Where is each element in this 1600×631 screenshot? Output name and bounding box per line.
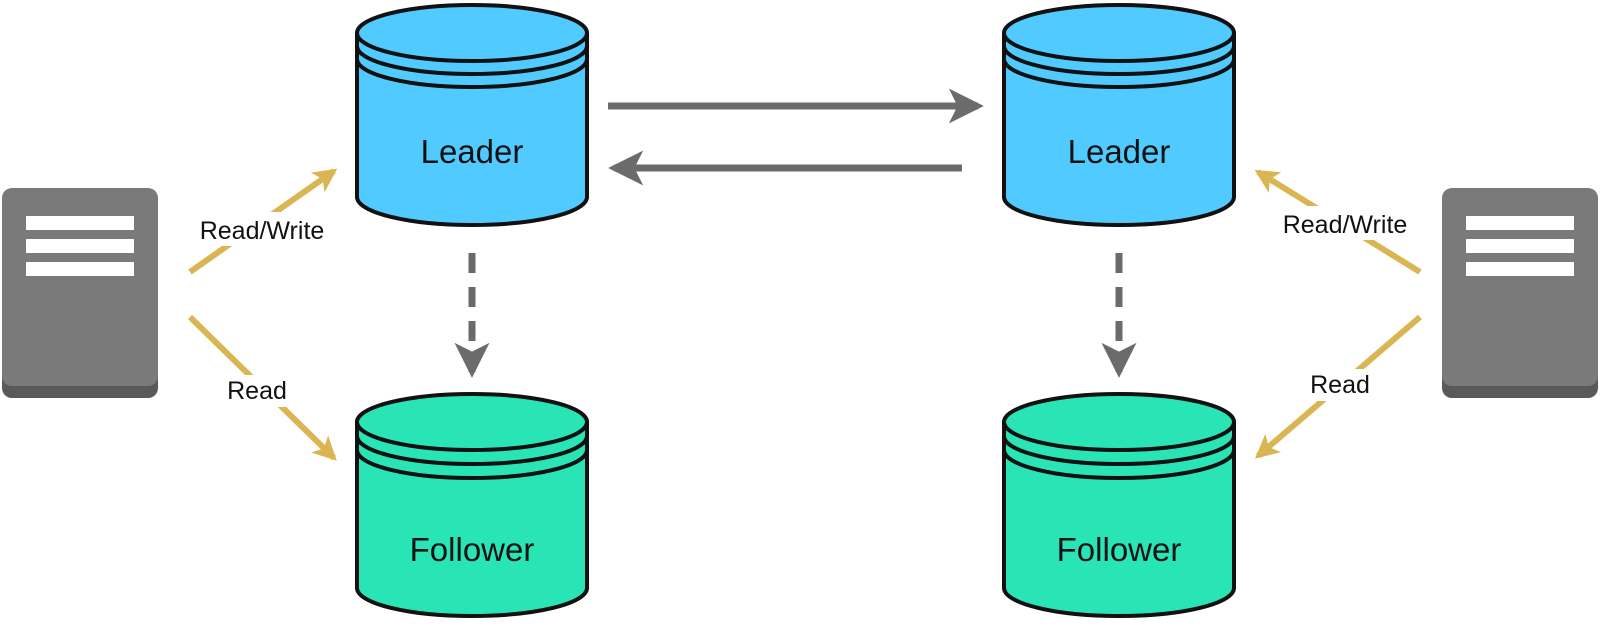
left-read-label: Read xyxy=(227,377,287,405)
left-follower-database: Follower xyxy=(355,392,589,618)
right-read-label: Read xyxy=(1310,371,1370,399)
right-server-icon xyxy=(1442,188,1598,398)
right-read-write-label: Read/Write xyxy=(1283,211,1408,239)
right-follower-database: Follower xyxy=(1002,392,1236,618)
left-leader-database: Leader xyxy=(355,3,589,227)
right-follower-label: Follower xyxy=(1057,531,1182,568)
left-read-write-label: Read/Write xyxy=(200,217,325,245)
right-leader-database: Leader xyxy=(1002,3,1236,227)
left-server-icon xyxy=(2,188,158,398)
right-leader-label: Leader xyxy=(1068,133,1171,170)
left-follower-label: Follower xyxy=(410,531,535,568)
left-leader-label: Leader xyxy=(421,133,524,170)
